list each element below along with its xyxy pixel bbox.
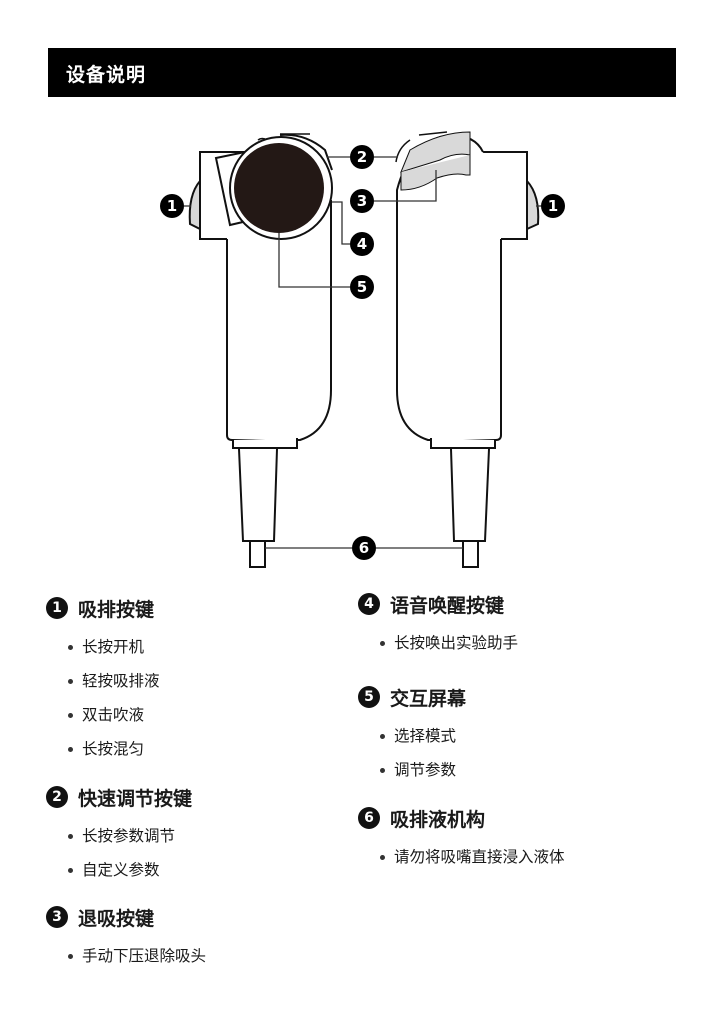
- list-item: 双击吹液: [46, 698, 160, 732]
- list-item: 长按参数调节: [46, 819, 192, 853]
- svg-text:2: 2: [357, 148, 367, 166]
- number-badge: 4: [358, 593, 380, 615]
- section-heading: 快速调节按键: [78, 787, 193, 810]
- side-button-right: [526, 178, 540, 231]
- section-heading: 交互屏幕: [390, 687, 467, 710]
- nozzle-left: [238, 448, 278, 542]
- list-item: 手动下压退除吸头: [46, 939, 206, 973]
- tip-right: [462, 540, 479, 568]
- head-right: [483, 151, 528, 240]
- list-item: 长按混匀: [46, 732, 160, 766]
- callout-1-right: 1: [541, 194, 565, 218]
- svg-text:1: 1: [167, 197, 177, 215]
- callout-1-left: 1: [160, 194, 184, 218]
- callout-2: 2: [350, 145, 374, 169]
- section-heading: 吸排液机构: [390, 808, 486, 831]
- section-5: 5 交互屏幕 选择模式调节参数: [358, 683, 466, 787]
- svg-text:5: 5: [357, 278, 367, 296]
- section-header: 设备说明: [48, 48, 676, 97]
- callout-6: 6: [352, 536, 376, 560]
- number-badge: 1: [46, 597, 68, 619]
- svg-text:3: 3: [357, 192, 367, 210]
- callout-5: 5: [350, 275, 374, 299]
- side-button-left: [188, 178, 201, 231]
- number-badge: 2: [46, 786, 68, 808]
- svg-text:4: 4: [357, 235, 367, 253]
- section-1: 1 吸排按键 长按开机轻按吸排液双击吹液长按混匀: [46, 594, 160, 766]
- eject-button: [400, 131, 471, 173]
- callout-4: 4: [350, 232, 374, 256]
- callout-markers: 1 1 2 3 4 5 6: [160, 145, 565, 560]
- list-item: 调节参数: [358, 753, 466, 787]
- number-badge: 6: [358, 807, 380, 829]
- svg-text:1: 1: [548, 197, 558, 215]
- screen: [234, 143, 324, 233]
- section-4: 4 语音唤醒按键 长按唤出实验助手: [358, 590, 518, 660]
- list-item: 长按唤出实验助手: [358, 626, 518, 660]
- section-title: 设备说明: [66, 64, 147, 86]
- callout-3: 3: [350, 189, 374, 213]
- device-front-view: [188, 133, 333, 568]
- device-side-view: [395, 131, 540, 568]
- section-2: 2 快速调节按键 长按参数调节自定义参数: [46, 783, 192, 887]
- body-left: [226, 200, 332, 441]
- nozzle-right: [450, 448, 490, 542]
- list-item: 选择模式: [358, 719, 466, 753]
- number-badge: 5: [358, 686, 380, 708]
- section-3: 3 退吸按键 手动下压退除吸头: [46, 903, 206, 973]
- list-item: 请勿将吸嘴直接浸入液体: [358, 840, 565, 874]
- list-item: 自定义参数: [46, 853, 192, 887]
- tip-left: [249, 540, 266, 568]
- list-item: 轻按吸排液: [46, 664, 160, 698]
- section-heading: 吸排按键: [78, 598, 155, 621]
- number-badge: 3: [46, 906, 68, 928]
- section-heading: 语音唤醒按键: [390, 594, 505, 617]
- section-heading: 退吸按键: [78, 907, 155, 930]
- section-6: 6 吸排液机构 请勿将吸嘴直接浸入液体: [358, 804, 565, 874]
- svg-text:6: 6: [359, 539, 369, 557]
- list-item: 长按开机: [46, 630, 160, 664]
